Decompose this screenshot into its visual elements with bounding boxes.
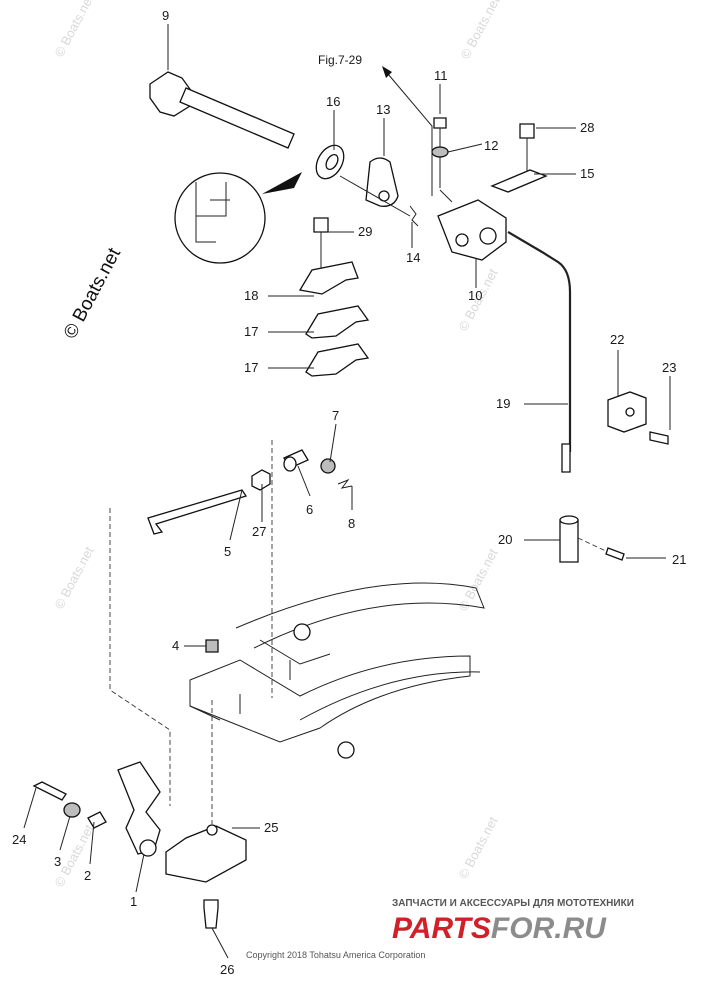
part-29-bolt xyxy=(313,217,329,272)
label-2: 2 xyxy=(84,868,91,883)
copyright: Copyright 2018 Tohatsu America Corporati… xyxy=(246,950,425,960)
brand-name-part2: FOR.RU xyxy=(491,912,607,945)
label-23: 23 xyxy=(662,360,676,375)
label-21: 21 xyxy=(672,552,686,567)
label-15: 15 xyxy=(580,166,594,181)
label-13: 13 xyxy=(376,102,390,117)
part-9-shaft xyxy=(149,71,295,149)
label-20: 20 xyxy=(498,532,512,547)
leader-lines xyxy=(23,24,671,959)
part-12-washer xyxy=(431,146,449,158)
part-1-boss xyxy=(139,839,157,857)
part-7-washer xyxy=(320,458,336,474)
part-25-hole xyxy=(206,824,218,836)
label-6: 6 xyxy=(306,502,313,517)
label-16: 16 xyxy=(326,94,340,109)
part-4-nut xyxy=(205,639,219,653)
label-17b: 17 xyxy=(244,360,258,375)
label-4: 4 xyxy=(172,638,179,653)
part-8-clip xyxy=(337,478,353,489)
part-16-seal xyxy=(315,144,345,180)
watermark-1: © Boats.net xyxy=(51,0,96,59)
part-28-bolt xyxy=(519,123,535,172)
part-15-plate xyxy=(490,169,548,193)
part-22-block xyxy=(607,391,647,433)
label-1: 1 xyxy=(130,894,137,909)
part-27-nut xyxy=(251,469,271,491)
label-22: 22 xyxy=(610,332,624,347)
label-28: 28 xyxy=(580,120,594,135)
part-17-plate-a xyxy=(305,305,370,339)
part-17-plate-b xyxy=(305,343,370,377)
part-6-bushing xyxy=(283,449,309,472)
detail-inset xyxy=(174,172,302,264)
part-1-lever xyxy=(117,761,161,855)
label-27: 27 xyxy=(252,524,266,539)
part-19-rod xyxy=(507,231,572,452)
part-14-clip xyxy=(409,205,419,227)
label-18: 18 xyxy=(244,288,258,303)
part-3-washer xyxy=(63,802,81,818)
watermark-7: © Boats.net xyxy=(455,814,500,882)
label-17a: 17 xyxy=(244,324,258,339)
part-13-lever xyxy=(339,157,411,217)
part-25-block xyxy=(165,825,247,883)
label-26: 26 xyxy=(220,962,234,977)
guide-left xyxy=(109,508,171,806)
brand-tagline: ЗАПЧАСТИ И АКСЕССУАРЫ ДЛЯ МОТОТЕХНИКИ xyxy=(392,898,634,909)
part-24-screw xyxy=(32,781,67,801)
watermark-5: © Boats.net xyxy=(455,546,500,614)
label-29: 29 xyxy=(358,224,372,239)
label-10: 10 xyxy=(468,288,482,303)
label-7: 7 xyxy=(332,408,339,423)
part-10-bracket xyxy=(437,189,507,261)
fig-reference: Fig.7-29 xyxy=(318,53,362,67)
part-19-end xyxy=(561,443,571,473)
watermark-2: © Boats.net xyxy=(457,0,502,61)
label-5: 5 xyxy=(224,544,231,559)
part-5-rod xyxy=(147,489,248,535)
bracket-assembly xyxy=(189,582,485,759)
brand-name: PARTSFOR.RU xyxy=(392,912,607,945)
part-18-plate xyxy=(298,261,359,295)
part-11-screw xyxy=(433,117,447,188)
label-19: 19 xyxy=(496,396,510,411)
part-21-leader xyxy=(577,537,609,553)
guide-center xyxy=(211,440,273,824)
fig-ref-arrow xyxy=(382,66,392,78)
label-11: 11 xyxy=(434,68,448,83)
label-9: 9 xyxy=(162,8,169,23)
label-8: 8 xyxy=(348,516,355,531)
label-14: 14 xyxy=(406,250,420,265)
watermark-4: © Boats.net xyxy=(51,544,96,612)
part-2-bushing xyxy=(87,811,107,829)
brand-name-part1: PARTS xyxy=(392,912,491,945)
part-23-screw xyxy=(649,431,669,445)
label-25: 25 xyxy=(264,820,278,835)
part-26-bolt xyxy=(203,899,219,929)
watermark-main: © Boats.net xyxy=(60,244,126,342)
part-21-pin xyxy=(605,547,625,561)
label-24: 24 xyxy=(12,832,26,847)
fig-ref-line xyxy=(387,73,433,196)
part-labels: 9 16 13 11 12 28 15 29 14 10 18 17 17 22… xyxy=(12,8,686,977)
part-20-sleeve xyxy=(559,515,579,563)
label-3: 3 xyxy=(54,854,61,869)
label-12: 12 xyxy=(484,138,498,153)
